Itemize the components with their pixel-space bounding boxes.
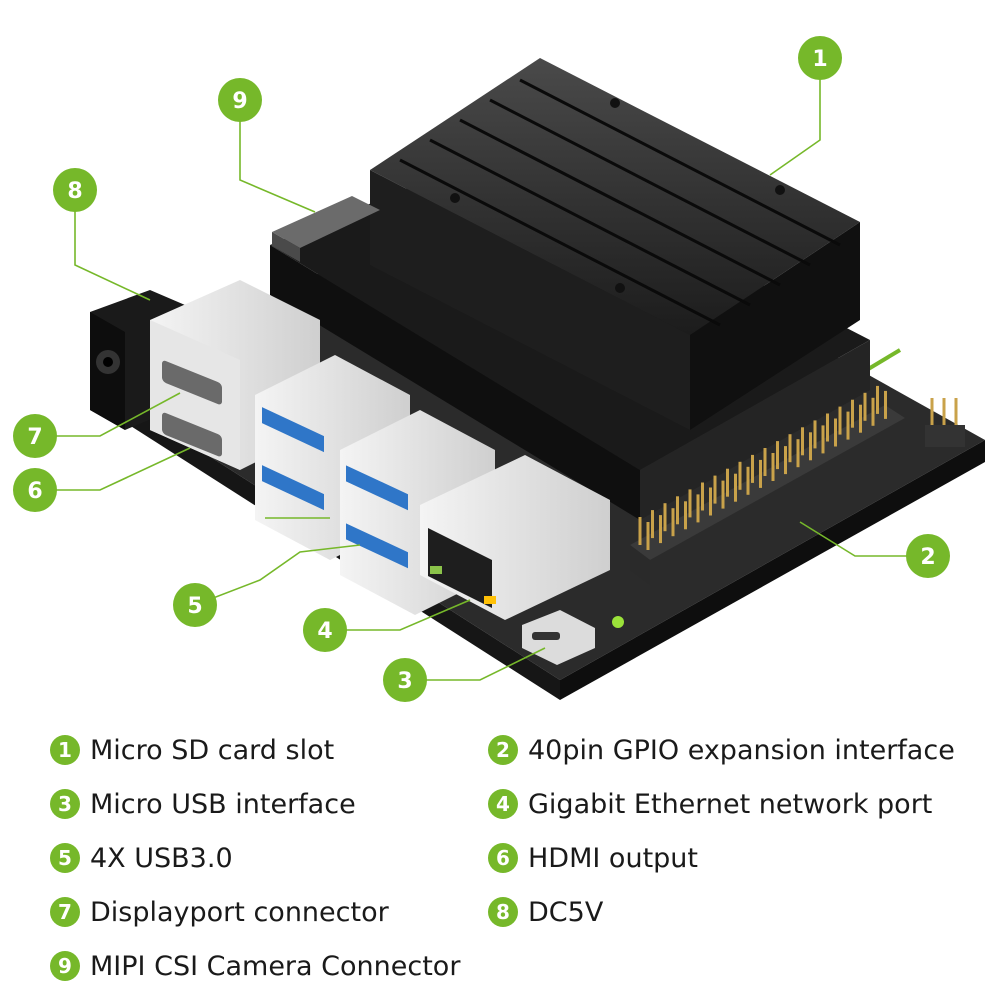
svg-text:3: 3 [397,669,412,694]
callout-8: 8 [53,168,97,212]
callout-6: 6 [13,468,57,512]
legend-item-9: 9 MIPI CSI Camera Connector [50,946,460,986]
svg-text:6: 6 [27,479,42,504]
svg-text:7: 7 [27,425,42,450]
camera-connector [272,196,380,262]
legend-badge: 6 [488,843,518,873]
callout-5: 5 [173,583,217,627]
callout-4: 4 [303,608,347,652]
gpio-header [630,385,905,585]
legend-item-5: 5 4X USB3.0 [50,838,233,878]
legend-label: DC5V [528,896,604,928]
legend-item-6: 6 HDMI output [488,838,698,878]
legend-badge: 5 [50,843,80,873]
legend-label: Micro USB interface [90,788,356,820]
legend-badge: 8 [488,897,518,927]
svg-text:9: 9 [232,89,247,114]
callout-markers: 1 2 3 4 5 6 7 8 9 [13,36,950,702]
legend-badge: 7 [50,897,80,927]
legend-item-1: 1 Micro SD card slot [50,730,334,770]
legend-badge: 9 [50,951,80,981]
legend-label: Gigabit Ethernet network port [528,788,933,820]
legend-label: 40pin GPIO expansion interface [528,734,955,766]
legend-item-2: 2 40pin GPIO expansion interface [488,730,955,770]
legend-badge: 3 [50,789,80,819]
callout-2: 2 [906,534,950,578]
svg-text:8: 8 [67,179,82,204]
legend-item-4: 4 Gigabit Ethernet network port [488,784,932,824]
legend-badge: 4 [488,789,518,819]
svg-text:5: 5 [187,594,202,619]
legend-item-7: 7 Displayport connector [50,892,389,932]
callout-1: 1 [798,36,842,80]
legend-label: MIPI CSI Camera Connector [90,950,461,982]
ethernet-port [420,455,610,620]
callout-7: 7 [13,414,57,458]
legend-label: 4X USB3.0 [90,842,233,874]
display-ports [150,280,320,470]
status-led [612,616,624,628]
legend-badge: 2 [488,735,518,765]
legend-label: HDMI output [528,842,698,874]
legend-badge: 1 [50,735,80,765]
callout-3: 3 [383,658,427,702]
legend-label: Displayport connector [90,896,389,928]
legend-label: Micro SD card slot [90,734,335,766]
svg-text:1: 1 [812,47,827,72]
callout-9: 9 [218,78,262,122]
svg-text:4: 4 [317,619,332,644]
legend-item-3: 3 Micro USB interface [50,784,356,824]
legend-item-8: 8 DC5V [488,892,603,932]
micro-usb-port [522,610,595,665]
heatsink [370,58,860,430]
small-header [925,398,965,447]
svg-text:2: 2 [920,545,935,570]
